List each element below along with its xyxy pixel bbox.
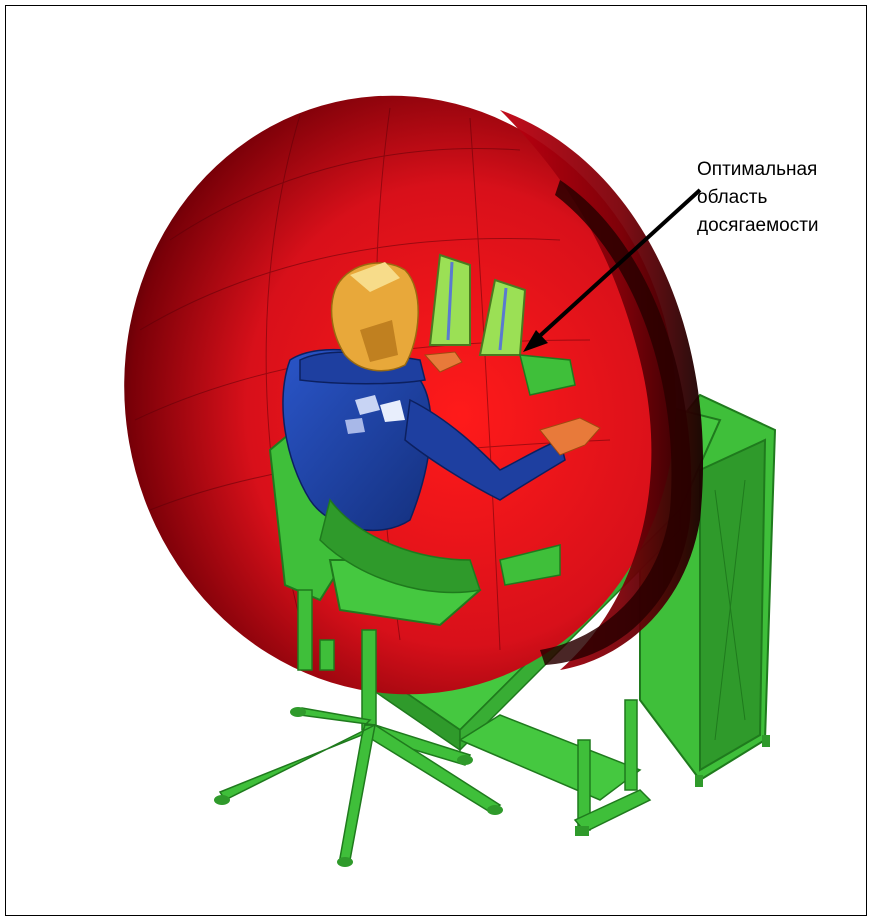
- annotation-line-2: область: [697, 184, 819, 212]
- annotation-line-1: Оптимальная: [697, 156, 819, 184]
- annotation-line-3: досягаемости: [697, 212, 819, 240]
- reach-zone-annotation: Оптимальная область досягаемости: [697, 156, 819, 240]
